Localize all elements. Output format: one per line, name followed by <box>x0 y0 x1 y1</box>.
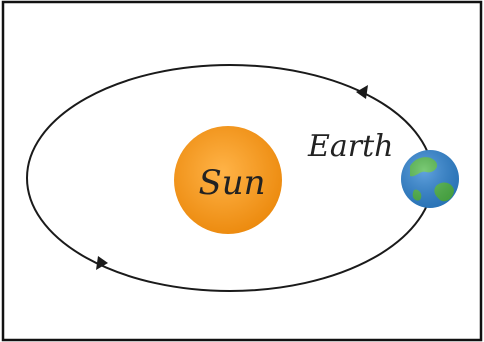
orbit-direction-arrow-top <box>356 85 368 99</box>
orbit-direction-arrow-bottom <box>96 256 108 270</box>
sun-icon <box>174 126 282 234</box>
earth-label: Earth <box>307 129 394 164</box>
sun-label: Sun <box>198 163 265 203</box>
earth-icon <box>401 150 459 208</box>
